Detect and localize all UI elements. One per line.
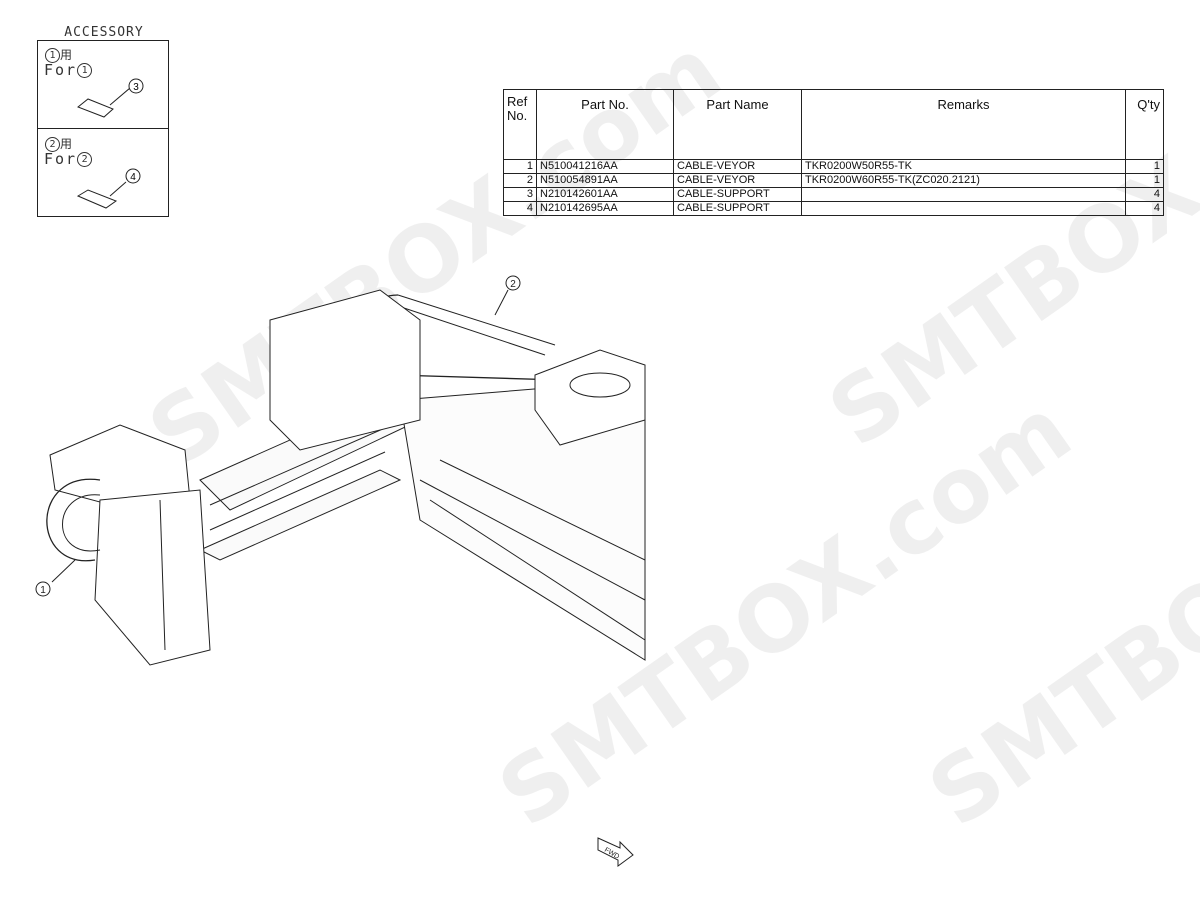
svg-text:3: 3 xyxy=(133,82,139,93)
fwd-arrow-icon: FWD xyxy=(597,837,634,867)
cell-part-name: CABLE-VEYOR xyxy=(673,159,802,174)
accessory-title: ACCESSORY xyxy=(64,25,144,40)
svg-text:2: 2 xyxy=(510,279,516,290)
cell-part-name: CABLE-SUPPORT xyxy=(673,187,802,202)
cell-remarks: TKR0200W60R55-TK(ZC020.2121) xyxy=(801,173,1126,188)
cell-qty: 4 xyxy=(1125,201,1164,216)
parts-table: Ref No. Part No. Part Name Remarks Q'ty … xyxy=(503,89,1164,216)
svg-text:1: 1 xyxy=(40,585,46,596)
cell-part-name: CABLE-SUPPORT xyxy=(673,201,802,216)
svg-text:4: 4 xyxy=(130,172,136,183)
table-header: Ref No. Part No. Part Name Remarks Q'ty xyxy=(503,89,1164,160)
cable-support-illustration: 3 xyxy=(77,78,144,118)
cell-part-name: CABLE-VEYOR xyxy=(673,173,802,188)
cable-support-illustration: 4 xyxy=(76,168,141,209)
